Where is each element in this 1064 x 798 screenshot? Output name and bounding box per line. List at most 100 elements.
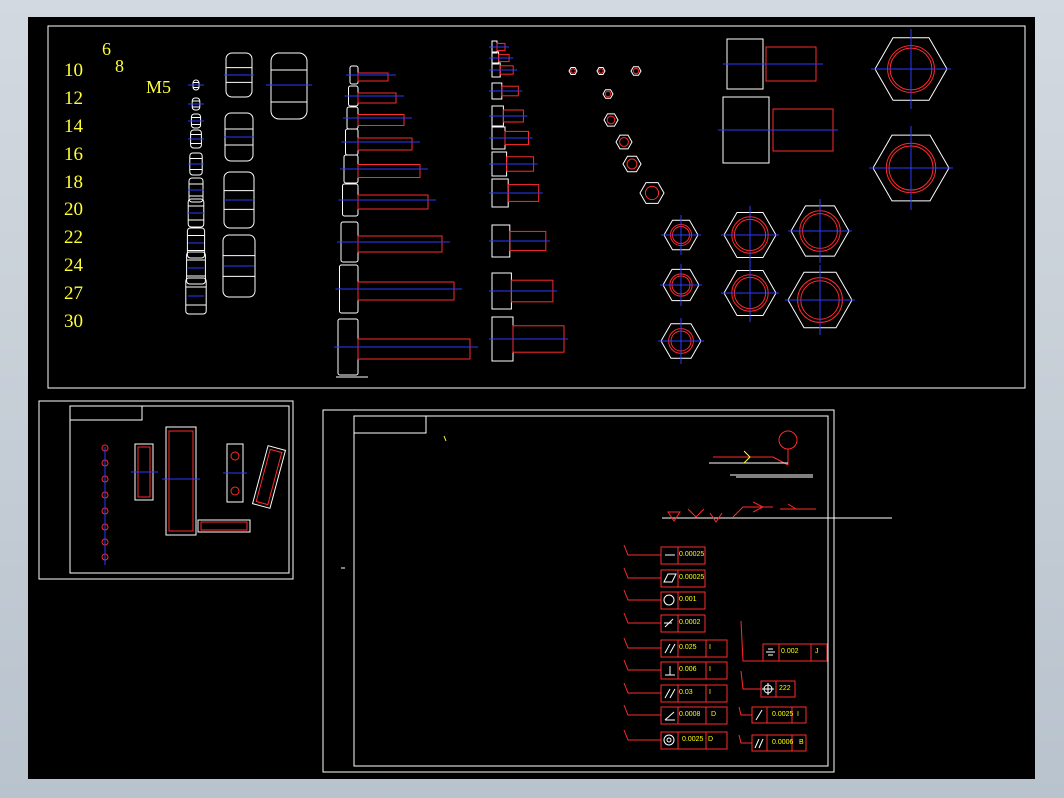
tol-value-cylindricity: 0.0002 (679, 619, 701, 626)
tol-value-position: 222 (779, 685, 791, 692)
nut-bore (626, 158, 638, 170)
bolt-shank (357, 72, 389, 82)
nut-bore (619, 137, 629, 147)
nut-bore (644, 185, 660, 201)
tol-datum-perpendicularity: I (709, 666, 711, 673)
tol-value-concentricity: 0.0025 (682, 736, 704, 743)
welding-symbols (662, 430, 892, 523)
tol-datum-circular-runout: I (797, 711, 799, 718)
tol-value-straightness: 0.00025 (679, 551, 705, 558)
tol-value-symmetry: 0.002 (781, 648, 799, 655)
cylindricity-icon (664, 618, 674, 628)
size-label-12: 12 (64, 88, 83, 109)
angularity-icon (664, 711, 675, 721)
tolerance-frames (341, 435, 828, 752)
weld-leader (772, 456, 789, 466)
cad-drawing-canvas[interactable]: 6 8 M5 10 12 14 16 18 20 22 24 27 30 0.0… (28, 17, 1035, 779)
tolerance-leader (623, 729, 661, 741)
tolerance-leader (738, 706, 752, 716)
tol-datum-total-runout: B (799, 739, 804, 746)
nut-side-view (186, 251, 206, 285)
tol-value-circular-runout: 0.0025 (772, 711, 794, 718)
bearing-section-tilted (251, 445, 287, 509)
bearing-section (165, 426, 197, 536)
bearing-race (168, 430, 194, 532)
nut-top-view (596, 67, 606, 75)
symmetry-icon (766, 648, 775, 656)
tolerance-leader (623, 612, 661, 624)
size-label-20: 20 (64, 199, 83, 220)
tolerance-leader (623, 637, 661, 649)
ball (230, 486, 240, 496)
nut-top-view (603, 113, 619, 127)
bolt-shank (357, 281, 455, 301)
tol-datum-angularity: D (711, 711, 717, 718)
tick-mark (443, 435, 447, 442)
tolerance-leader (623, 659, 661, 671)
weld-reference-circle (778, 430, 798, 450)
tolerance-frame (660, 684, 728, 703)
tol-value-angularity: 0.0008 (679, 711, 701, 718)
tolerance-leader (738, 734, 752, 744)
flatness-icon (663, 573, 677, 583)
bolt-shank (357, 164, 421, 178)
weld-symbol (743, 450, 751, 464)
tolerance-title-tab (354, 416, 427, 434)
tolerance-leader (623, 567, 661, 579)
size-label-14: 14 (64, 116, 83, 137)
tol-datum-parallelism-2: I (709, 689, 711, 696)
nut-bore (606, 115, 616, 125)
nut-side-view (185, 277, 207, 315)
tol-value-parallelism-1: 0.025 (679, 644, 697, 651)
tolerance-panel-inner (353, 415, 829, 767)
tolerance-leader (623, 589, 661, 601)
tolerance-leader (623, 544, 661, 556)
nut-side-view (270, 52, 308, 120)
roughness-symbol (667, 508, 723, 523)
bolt-shank (357, 338, 471, 360)
needle-rollers (200, 521, 248, 531)
needle-bearing (197, 519, 251, 533)
bolt-shank (357, 194, 429, 210)
size-label-30: 30 (64, 311, 83, 332)
tol-value-flatness: 0.00025 (679, 574, 705, 581)
nut-bore (604, 90, 612, 98)
tolerance-leader (623, 704, 661, 716)
nut-top-view (630, 66, 642, 76)
bearing-race-tilted (255, 448, 283, 506)
tol-value-parallelism-2: 0.03 (679, 689, 693, 696)
tol-datum-parallelism-1: I (709, 644, 711, 651)
parallelism-icon (664, 688, 676, 699)
bearing-drawings (101, 426, 287, 565)
nut-top-view (602, 89, 614, 99)
bearing-panel-inner (69, 405, 290, 574)
concentricity-icon (663, 734, 675, 746)
tolerance-leader (740, 620, 763, 662)
nut-bore (570, 68, 576, 74)
bolt-shank (357, 114, 405, 126)
fastener-panel-border (47, 25, 1026, 389)
tolerance-frame (762, 643, 828, 662)
circularity-icon (663, 594, 675, 606)
nut-bore (632, 67, 640, 75)
bearing-title-tab (70, 406, 143, 421)
parallelism-icon (664, 643, 676, 654)
ball (230, 451, 240, 461)
roughness-symbol (732, 501, 773, 518)
bolt-shank (357, 137, 413, 151)
size-label-16: 16 (64, 144, 83, 165)
bearing-panel-outer (38, 400, 294, 580)
nut-top-view (568, 67, 578, 75)
size-label-10: 10 (64, 60, 83, 81)
size-header-6: 6 (102, 39, 111, 59)
nut-top-view (639, 182, 665, 204)
circular-runout-icon (755, 709, 763, 721)
total-runout-icon (754, 738, 764, 749)
nut-bore (598, 68, 604, 74)
size-header-8: 8 (115, 56, 124, 76)
size-label-18: 18 (64, 172, 83, 193)
tol-value-perpendicularity: 0.006 (679, 666, 697, 673)
drawing-svg (38, 25, 1026, 773)
bolt-shank (357, 92, 397, 104)
